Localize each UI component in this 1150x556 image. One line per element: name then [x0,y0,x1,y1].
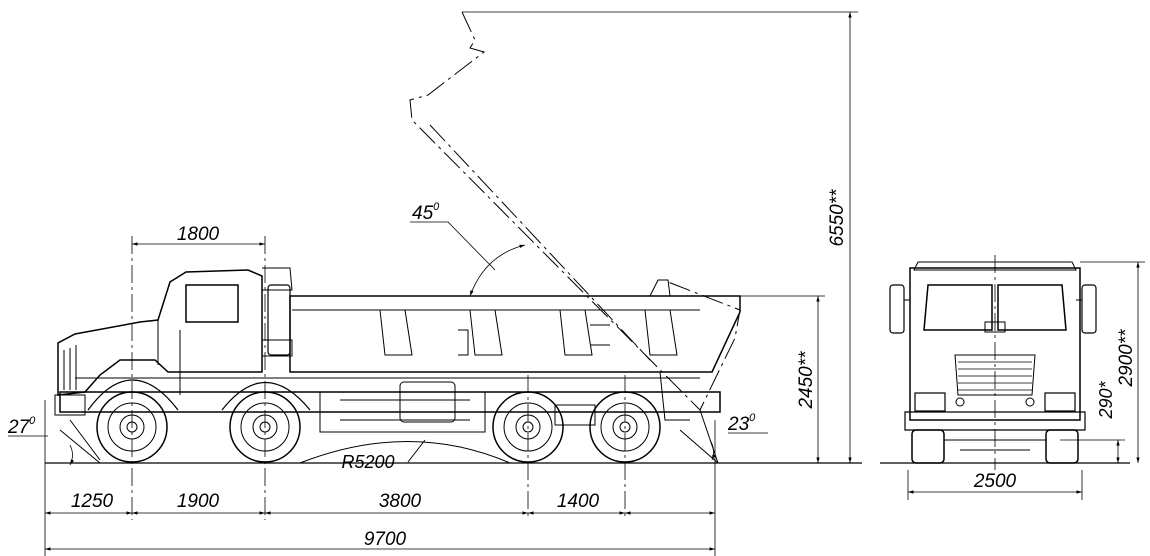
side-view [45,11,862,520]
label-departure-angle-unit: 0 [749,412,756,424]
label-wheelbase-2-3: 3800 [379,491,422,512]
label-front-height: 2900** [1116,329,1137,388]
label-body-height: 2450** [796,351,817,410]
label-departure-angle: 23 [727,414,750,435]
dimension-labels: 1800 1250 1900 3800 1400 9700 R5200 2500… [7,189,1137,550]
label-cab-axle-offset: 1800 [177,224,220,245]
axle-center-lines [131,236,626,520]
label-approach-angle-unit: 0 [29,415,36,427]
chassis-frame [59,371,721,433]
label-overall-length: 9700 [364,529,407,550]
raised-body-outline [409,11,741,411]
front-view [880,255,1145,500]
label-approach-angle-group: 270 [7,415,36,438]
label-tipping-angle-unit: 0 [433,201,440,213]
label-front-overhang: 1250 [71,491,114,512]
truck-cab [54,267,293,416]
side-dimension-lines [44,11,858,556]
dump-body [289,279,741,373]
label-tipping-angle-group: 450 [412,201,440,224]
label-departure-angle-group: 230 [727,412,756,435]
label-tipped-height: 6550** [827,189,848,247]
label-approach-angle: 27 [7,417,31,438]
label-overall-width: 2500 [973,471,1017,492]
label-ground-clearance: 290* [1096,380,1116,419]
label-wheelbase-1-2: 1900 [177,491,220,512]
label-tipping-angle: 45 [412,203,434,224]
label-wheelbase-3-4: 1400 [557,491,600,512]
label-turning-radius: R5200 [341,452,394,472]
